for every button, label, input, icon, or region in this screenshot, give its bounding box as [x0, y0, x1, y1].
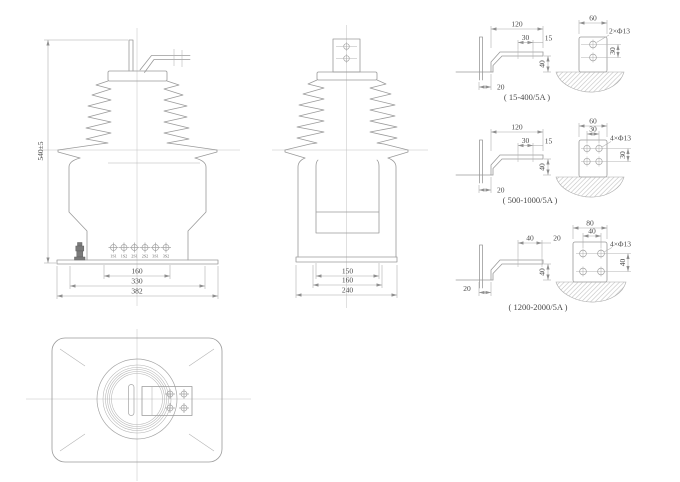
bracket1-ground-hatch: [555, 71, 625, 93]
terminal-screws: [108, 242, 171, 253]
d2-dim-offset: 20: [497, 186, 505, 195]
d3-dim-row-pitch: 40: [618, 259, 627, 267]
plan-terminal-block: [141, 386, 193, 416]
d1-dim-row-pitch: 30: [608, 47, 617, 55]
grounding-terminal: [74, 242, 86, 261]
dim-front-height: 540±5: [36, 141, 45, 160]
side-bellows-sheds: [284, 79, 409, 151]
primary-terminal-rod: [128, 39, 134, 72]
body-outline: [68, 157, 207, 261]
terminal-label-2s2: 2S2: [142, 254, 149, 259]
base-plate: [56, 259, 219, 265]
d1-range-label: ( 15-400/5A ): [504, 92, 550, 102]
dim-side-150: 150: [342, 267, 354, 276]
d1-dim-plate-width: 60: [589, 14, 597, 23]
d3-range-label: ( 1200-2000/5A ): [508, 302, 567, 312]
d1-dim-arm: 120: [511, 20, 523, 29]
bracket-detail-3: 40 20 40 20 80 40: [455, 219, 631, 312]
bracket3-side-view: 40 20 40 20: [455, 234, 561, 296]
bracket2-side-view: 120 30 15 40 20: [455, 123, 553, 195]
bracket1-side-view: 120 30 15 40 20: [455, 20, 553, 92]
d3-dim-offset: 20: [463, 284, 471, 293]
side-umbrella-shed: [284, 149, 409, 159]
d3-dim-end: 20: [553, 234, 561, 243]
d3-hole-note: 4×Φ13: [610, 240, 631, 249]
d2-dim-drop: 40: [538, 163, 547, 171]
front-view: 1S1 1S2 2S1 2S2 3S1 3S2 540±5 160: [36, 28, 240, 306]
d1-dim-offset: 20: [497, 83, 505, 92]
bracket3-ground-hatch: [555, 281, 627, 303]
plan-center-slot: [128, 384, 135, 416]
secondary-terminal-strip: 1S1 1S2 2S1 2S2 3S1 3S2: [108, 242, 171, 259]
terminal-label-3s2: 3S2: [163, 254, 170, 259]
umbrella-shed: [57, 149, 218, 159]
d1-dim-pitch: 30: [522, 33, 530, 42]
plan-view: [26, 329, 251, 481]
d3-dim-col-pitch: 40: [588, 227, 596, 236]
d2-dim-row-pitch: 30: [618, 151, 627, 159]
bracket3-front-view: 80 40 4×Φ13 40: [555, 219, 631, 303]
terminal-stem: [479, 244, 483, 289]
side-body-outline: [297, 157, 397, 258]
dim-side-160: 160: [342, 276, 354, 285]
d2-dim-pitch: 30: [522, 136, 530, 145]
side-base-flange: [295, 256, 398, 263]
bracket3-plate: [572, 241, 608, 283]
inner-window: [315, 159, 380, 234]
d2-dim-plate-width: 60: [589, 117, 597, 126]
terminal-label-1s1: 1S1: [110, 254, 117, 259]
terminal-stem: [479, 139, 483, 184]
d2-dim-col-pitch: 30: [589, 125, 597, 134]
plan-bellows-rings: [96, 358, 178, 440]
d2-dim-end: 15: [545, 137, 553, 146]
terminal-label-3s1: 3S1: [152, 254, 159, 259]
bracket2-ground-hatch: [555, 176, 625, 198]
primary-conductor-tube: [139, 49, 191, 73]
terminal-label-2s1: 2S1: [131, 254, 138, 259]
plan-terminal-screws: [165, 389, 189, 413]
plan-outer-body: [51, 337, 223, 463]
d2-range-label: ( 500-1000/5A ): [503, 195, 558, 205]
d1-dim-end: 15: [545, 34, 553, 43]
bracket2-front-view: 60 30 4×Φ13 30: [555, 117, 631, 198]
d3-dim-plate-width: 80: [586, 219, 594, 228]
dim-front-382: 382: [131, 287, 143, 296]
terminal-label-1s2: 1S2: [121, 254, 128, 259]
corner-marks: [59, 348, 215, 452]
d1-hole-note: 2×Φ13: [609, 27, 630, 36]
dim-front-330: 330: [131, 277, 143, 286]
bracket1-front-view: 60 2×Φ13 30: [555, 14, 630, 93]
bracket2-plate: [578, 139, 608, 178]
terminal-stem: [479, 36, 483, 81]
side-dimensions: 150 160 240: [295, 263, 398, 298]
side-insulator-cap: [316, 71, 378, 81]
d3-dim-drop: 40: [538, 268, 547, 276]
dim-side-240: 240: [342, 286, 354, 295]
insulator-cap: [107, 70, 168, 82]
d3-dim-pitch: 40: [526, 234, 534, 243]
bracket-detail-2: 120 30 15 40 20 60: [455, 117, 631, 205]
side-view: 150 160 240: [272, 25, 428, 308]
front-dimensions: 540±5 160 330 382: [36, 39, 219, 299]
bellows-sheds: [57, 80, 218, 151]
d1-dim-drop: 40: [538, 60, 547, 68]
bracket-detail-1: 120 30 15 40 20 60 2×Φ13: [455, 14, 630, 102]
d2-dim-arm: 120: [511, 123, 523, 132]
d2-hole-note: 4×Φ13: [610, 134, 631, 143]
dim-front-160: 160: [131, 267, 143, 276]
